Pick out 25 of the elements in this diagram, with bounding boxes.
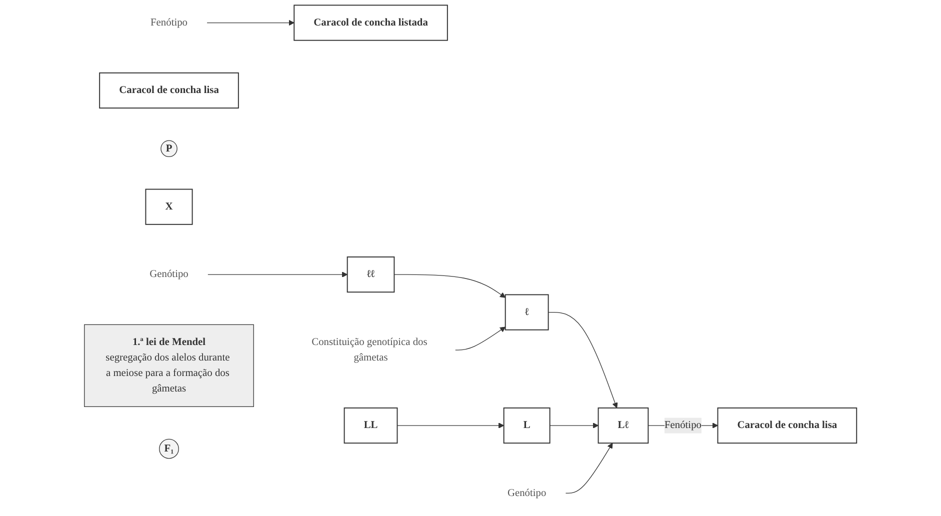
node-box: ℓℓ [346,256,395,293]
node-text: Fenótipo [150,16,188,28]
node-text: Constituição genotípica dos gâmetas [312,336,428,364]
node-text: Genótipo [507,487,546,498]
arrow [394,274,506,298]
arrow [548,312,618,408]
node-box: Caracol de concha lisa [99,72,239,109]
node-box: ℓ [504,294,549,330]
arrow [208,272,348,278]
arrow [565,442,613,494]
edge-label: Fenótipo [664,420,702,431]
arrow [455,326,506,350]
node-box: 1.ª lei de Mendel segregação dos alelos durante a meiose para a formação dos gâmetas [84,324,254,407]
node-box: Caracol de concha lisa [717,407,858,444]
arrow [550,422,599,428]
node-box: LL [344,407,398,444]
node-box: L [503,407,550,444]
node-text: Genótipo [150,268,188,280]
node-box: X [145,188,193,225]
arrow [396,422,504,428]
node-box: Lℓ [598,407,649,444]
arrow [206,20,294,26]
node-circle: P [160,140,178,158]
node-box: Caracol de concha listada [294,4,448,41]
node-circle: F₁ [159,438,179,459]
